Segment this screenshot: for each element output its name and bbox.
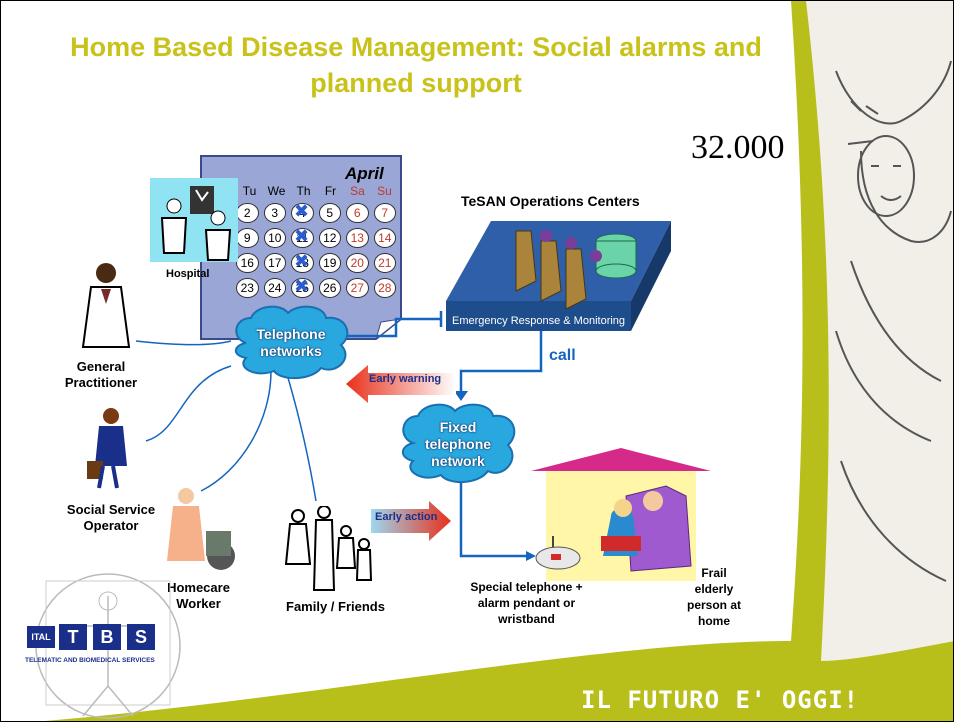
calendar-day-header: Sa — [350, 184, 365, 198]
family-friends-label: Family / Friends — [286, 599, 385, 614]
calendar-day: 20 — [346, 253, 369, 273]
general-practitioner-figure — [81, 263, 131, 348]
home-illustration — [531, 448, 711, 581]
logo-subtitle: TELEMATIC AND BIOMEDICAL SERVICES — [25, 657, 155, 664]
logo-letter: T — [59, 624, 87, 650]
calendar-day: 6 — [346, 203, 369, 223]
social-service-operator-label: Social Service Operator — [66, 502, 156, 533]
calendar-day: 26 — [318, 278, 341, 298]
calendar-day: 5 — [318, 203, 341, 223]
fixed-network-label: Fixed telephone network — [424, 419, 492, 469]
logo-letter: B — [93, 624, 121, 650]
early-action-arrow — [371, 501, 451, 541]
calendar-day: 17 — [263, 253, 286, 273]
doctors-image — [150, 178, 238, 262]
homecare-worker-figure — [167, 488, 235, 570]
social-service-operator-figure — [87, 408, 127, 489]
calendar-day-header: Th — [296, 184, 311, 198]
footer-slogan: IL FUTURO E' OGGI! — [581, 686, 860, 714]
count-value: 32.000 — [691, 129, 785, 166]
calendar-day: 10 — [263, 228, 286, 248]
calendar-day: 18✖ — [291, 251, 314, 273]
cross-mark-icon: ✖ — [294, 226, 310, 246]
calendar-day: 19 — [318, 253, 341, 273]
early-action-label: Early action — [375, 511, 438, 523]
calendar-day-header: Tu — [242, 184, 257, 198]
operations-center-title: TeSAN Operations Centers — [461, 193, 640, 209]
calendar-month: April — [345, 164, 384, 183]
calendar-day: 24 — [263, 278, 286, 298]
frail-elderly-label: Frail elderly person at home — [686, 566, 741, 628]
hospital-label: Hospital — [166, 268, 210, 280]
logo-ital: ITAL — [27, 626, 55, 648]
telephone-networks-cloud — [234, 305, 349, 380]
family-friends-figure — [284, 506, 373, 591]
call-label: call — [549, 347, 576, 364]
calendar-day: 27 — [346, 278, 369, 298]
cross-mark-icon: ✖ — [294, 201, 310, 221]
vitruvian-sketch-icon — [835, 60, 952, 582]
cross-mark-icon: ✖ — [294, 276, 310, 296]
calendar-day: 25✖ — [291, 276, 314, 298]
early-warning-label: Early warning — [369, 373, 442, 385]
calendar-day: 21 — [373, 253, 396, 273]
fixed-network-cloud — [401, 403, 516, 483]
calendar-day: 7 — [373, 203, 396, 223]
calendar-day-header: Fr — [324, 184, 337, 198]
calendar-day-header: We — [267, 184, 286, 198]
calendar-day: 11✖ — [291, 226, 314, 248]
emergency-panel-label: Emergency Response & Monitoring — [452, 315, 626, 327]
calendar-day: 23 — [236, 278, 259, 298]
calendar-day: 14 — [373, 228, 396, 248]
logo-letter: S — [127, 624, 155, 650]
calendar-day: 12 — [318, 228, 341, 248]
calendar-day: 3 — [263, 203, 286, 223]
calendar-day: 4✖ — [291, 201, 314, 223]
calendar-day: 13 — [346, 228, 369, 248]
calendar-day: 16 — [236, 253, 259, 273]
slide-title: Home Based Disease Management: Social al… — [70, 32, 762, 98]
calendar-day: 28 — [373, 278, 396, 298]
homecare-worker-label: Homecare Worker — [167, 580, 230, 611]
early-warning-arrow — [346, 365, 456, 403]
calendar-day-header: Su — [377, 184, 392, 198]
telephone-networks-label: Telephone networks — [256, 326, 326, 359]
special-telephone-icon — [535, 536, 581, 570]
general-practitioner-label: General Practitioner — [64, 359, 138, 390]
cross-mark-icon: ✖ — [294, 251, 310, 271]
operations-center-panel — [446, 221, 671, 331]
special-telephone-label: Special telephone + alarm pendant or wri… — [470, 580, 583, 626]
